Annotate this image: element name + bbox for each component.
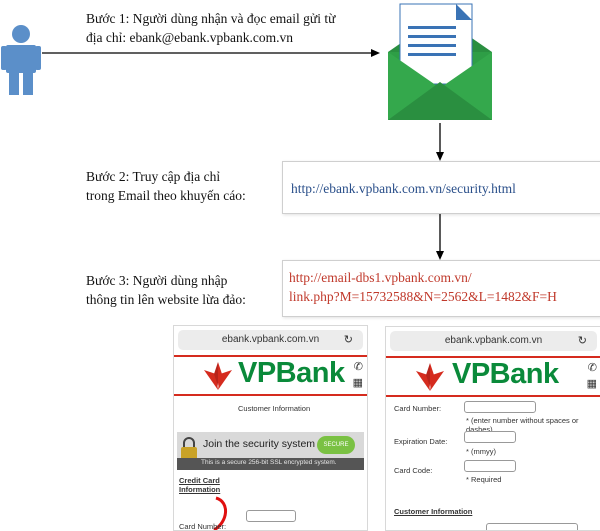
required-hint: * Required [466,475,502,484]
security-subtext: This is a secure 256-bit SSL encrypted s… [201,459,337,466]
address-text: ebank.vpbank.com.vn [221,334,320,345]
reload-icon[interactable]: ↻ [343,334,353,346]
card-code-label: Card Code: [394,466,433,475]
phishing-url-line1[interactable]: http://email-dbs1.vpbank.com.vn/ [289,270,472,285]
step2-line1: Bước 2: Truy cập địa chỉ [86,169,221,184]
reload-icon[interactable]: ↻ [577,335,587,347]
credit-card-heading: Credit Card Information [179,476,220,494]
step2-line2: trong Email theo khuyến cáo: [86,188,246,203]
legit-url-box: http://ebank.vpbank.com.vn/security.html [282,161,600,214]
security-title: Join the security system [203,438,316,450]
step3-line1: Bước 3: Người dùng nhập [86,273,228,288]
secure-badge: SECURE [317,436,355,454]
arrow-legit-url-to-phishing-url [436,213,444,260]
credit-card-line2: Information [179,485,221,494]
legit-url-link[interactable]: http://ebank.vpbank.com.vn/security.html [291,181,516,196]
credit-card-line1: Credit Card [179,476,220,485]
lock-icon [181,437,197,461]
security-banner: Join the security system SECURE This is … [177,432,364,470]
customer-info-heading: Customer Information [394,507,473,516]
step1-text: Bước 1: Người dùng nhận và đọc email gửi… [86,9,335,47]
card-code-input[interactable] [464,460,516,472]
step1-line1: Bước 1: Người dùng nhận và đọc email gửi… [86,11,336,26]
vpbank-logo-icon [204,362,232,390]
card-number-input[interactable] [464,401,536,413]
vpbank-logo-icon [416,363,444,391]
phone-icon: ✆ [353,361,363,373]
card-number-input[interactable] [246,510,296,522]
phishing-url-box: http://email-dbs1.vpbank.com.vn/ link.ph… [282,260,600,317]
address-bar[interactable]: ebank.vpbank.com.vn ↻ [178,330,363,350]
vpbank-brand: VPBank [238,357,345,389]
expiration-label: Expiration Date: [394,437,448,446]
vpbank-brand: VPBank [452,358,559,390]
red-highlight-mark [213,496,227,530]
address-text: ebank.vpbank.com.vn [444,335,543,346]
expiration-hint: * (mmyy) [466,447,496,456]
first-name-input[interactable] [486,523,578,530]
security-banner-subbar: This is a secure 256-bit SSL encrypted s… [177,458,364,470]
phishing-url-line2[interactable]: link.php?M=15732588&N=2562&L=1482&F=H [289,289,557,304]
divider-top [386,356,600,358]
step3-line2: thông tin lên website lừa đảo: [86,292,246,307]
person-icon [1,25,41,95]
divider-bottom [386,395,600,397]
step1-line2: địa chỉ: ebank@ebank.vpbank.com.vn [86,30,293,45]
customer-info-heading: Customer Information [238,404,311,413]
divider-top [174,355,367,357]
phone-icon: ✆ [587,362,597,374]
card-number-hint: * (enter number without spaces or dashes… [466,416,579,434]
phishing-site-screenshot-left: ebank.vpbank.com.vn ↻ VPBank ✆ ▦ Custome… [173,325,368,531]
flow-arrows [42,49,444,260]
calendar-icon: ▦ [352,377,363,389]
step2-text: Bước 2: Truy cập địa chỉ trong Email the… [86,167,246,205]
phishing-site-screenshot-right: ebank.vpbank.com.vn ↻ VPBank ✆ ▦ Card Nu… [385,326,600,531]
card-number-label: Card Number: [179,522,227,531]
step3-text: Bước 3: Người dùng nhập thông tin lên we… [86,271,246,309]
arrow-person-to-email [42,49,380,57]
divider-bottom [174,394,367,396]
card-number-hint-line2: dashes) [466,425,493,434]
card-number-label: Card Number: [394,404,442,413]
arrow-email-to-legit-url [436,123,444,161]
card-number-hint-line1: * (enter number without spaces or [466,416,579,425]
address-bar[interactable]: ebank.vpbank.com.vn ↻ [390,331,597,351]
secure-badge-text: SECURE [323,442,349,448]
expiration-input[interactable] [464,431,516,443]
calendar-icon: ▦ [586,378,597,390]
email-envelope-icon [388,3,492,120]
